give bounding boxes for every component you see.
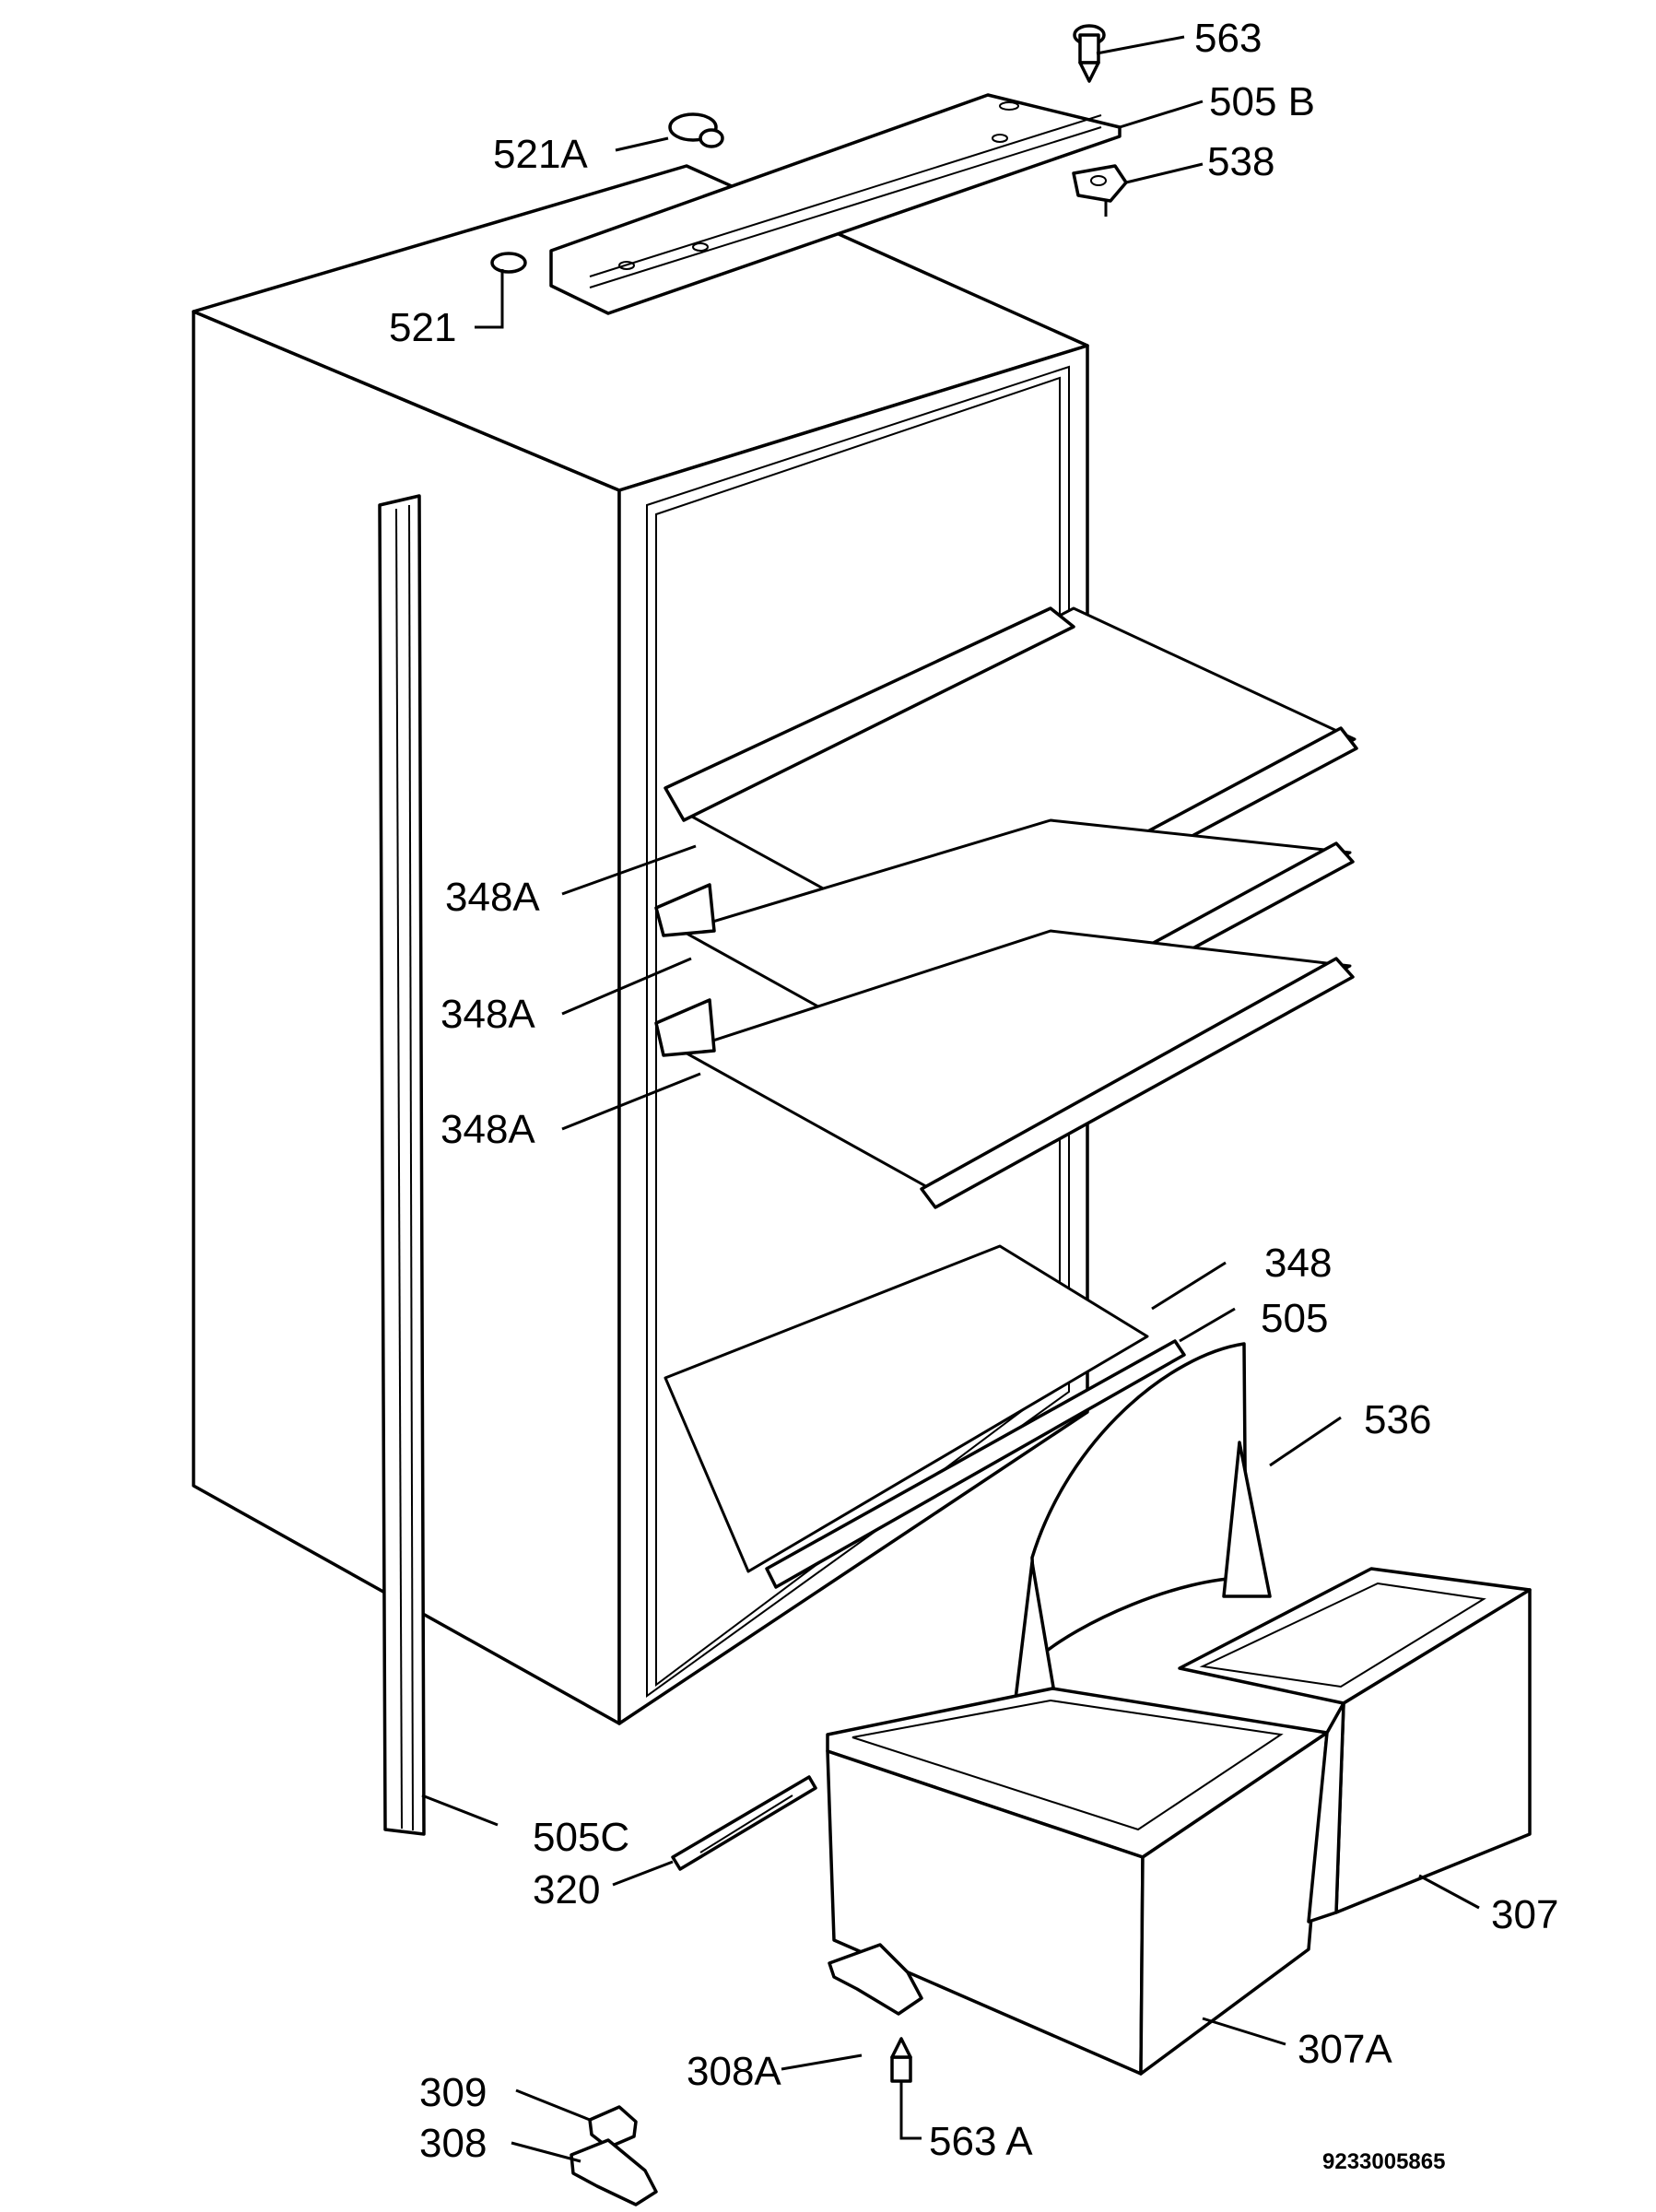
cap-521a <box>668 112 724 148</box>
door-seal-strip <box>378 494 426 1836</box>
glass-shelf-3 <box>654 929 1355 1209</box>
label-505b: 505 B <box>1209 79 1315 124</box>
label-348a-3: 348A <box>440 1107 535 1152</box>
label-521: 521 <box>389 305 456 350</box>
label-307a: 307A <box>1298 2027 1392 2072</box>
label-521a: 521A <box>493 132 588 177</box>
leader-lines <box>421 35 1480 2163</box>
runner-320 <box>671 1775 817 1871</box>
callout-labels: 563 505 B 538 521A 521 348A 348A 348A 34… <box>389 16 1558 2174</box>
label-563a: 563 A <box>929 2119 1033 2164</box>
bracket-308 <box>570 2138 658 2206</box>
label-538: 538 <box>1207 139 1274 184</box>
knob-563 <box>1073 24 1106 83</box>
label-536: 536 <box>1364 1397 1431 1442</box>
label-505c: 505C <box>533 1815 629 1860</box>
label-563: 563 <box>1194 16 1262 61</box>
label-505: 505 <box>1261 1296 1328 1341</box>
shelf-rail-505 <box>765 1339 1186 1589</box>
crisper-drawer-307 <box>1178 1567 1532 1924</box>
cap-309 <box>588 2105 638 2149</box>
label-320: 320 <box>533 1867 600 1912</box>
drawing-code: 9233005865 <box>1322 2149 1445 2174</box>
crisper-drawer-307a <box>826 1687 1329 2076</box>
bracket-308a <box>828 1943 923 2016</box>
cap-521 <box>490 252 527 274</box>
glass-shelf-bottom <box>664 1244 1149 1573</box>
label-308a: 308A <box>687 2049 781 2094</box>
label-348a-1: 348A <box>445 875 540 920</box>
top-hinge-rail <box>549 93 1122 315</box>
screw-563a <box>890 2037 912 2083</box>
label-348a-2: 348A <box>440 992 535 1037</box>
label-309: 309 <box>419 2070 487 2115</box>
label-308: 308 <box>419 2121 487 2166</box>
crisper-cover <box>1012 1342 1272 1716</box>
label-307: 307 <box>1491 1892 1558 1937</box>
label-348: 348 <box>1264 1241 1332 1286</box>
hinge-pin-538 <box>1072 164 1128 217</box>
